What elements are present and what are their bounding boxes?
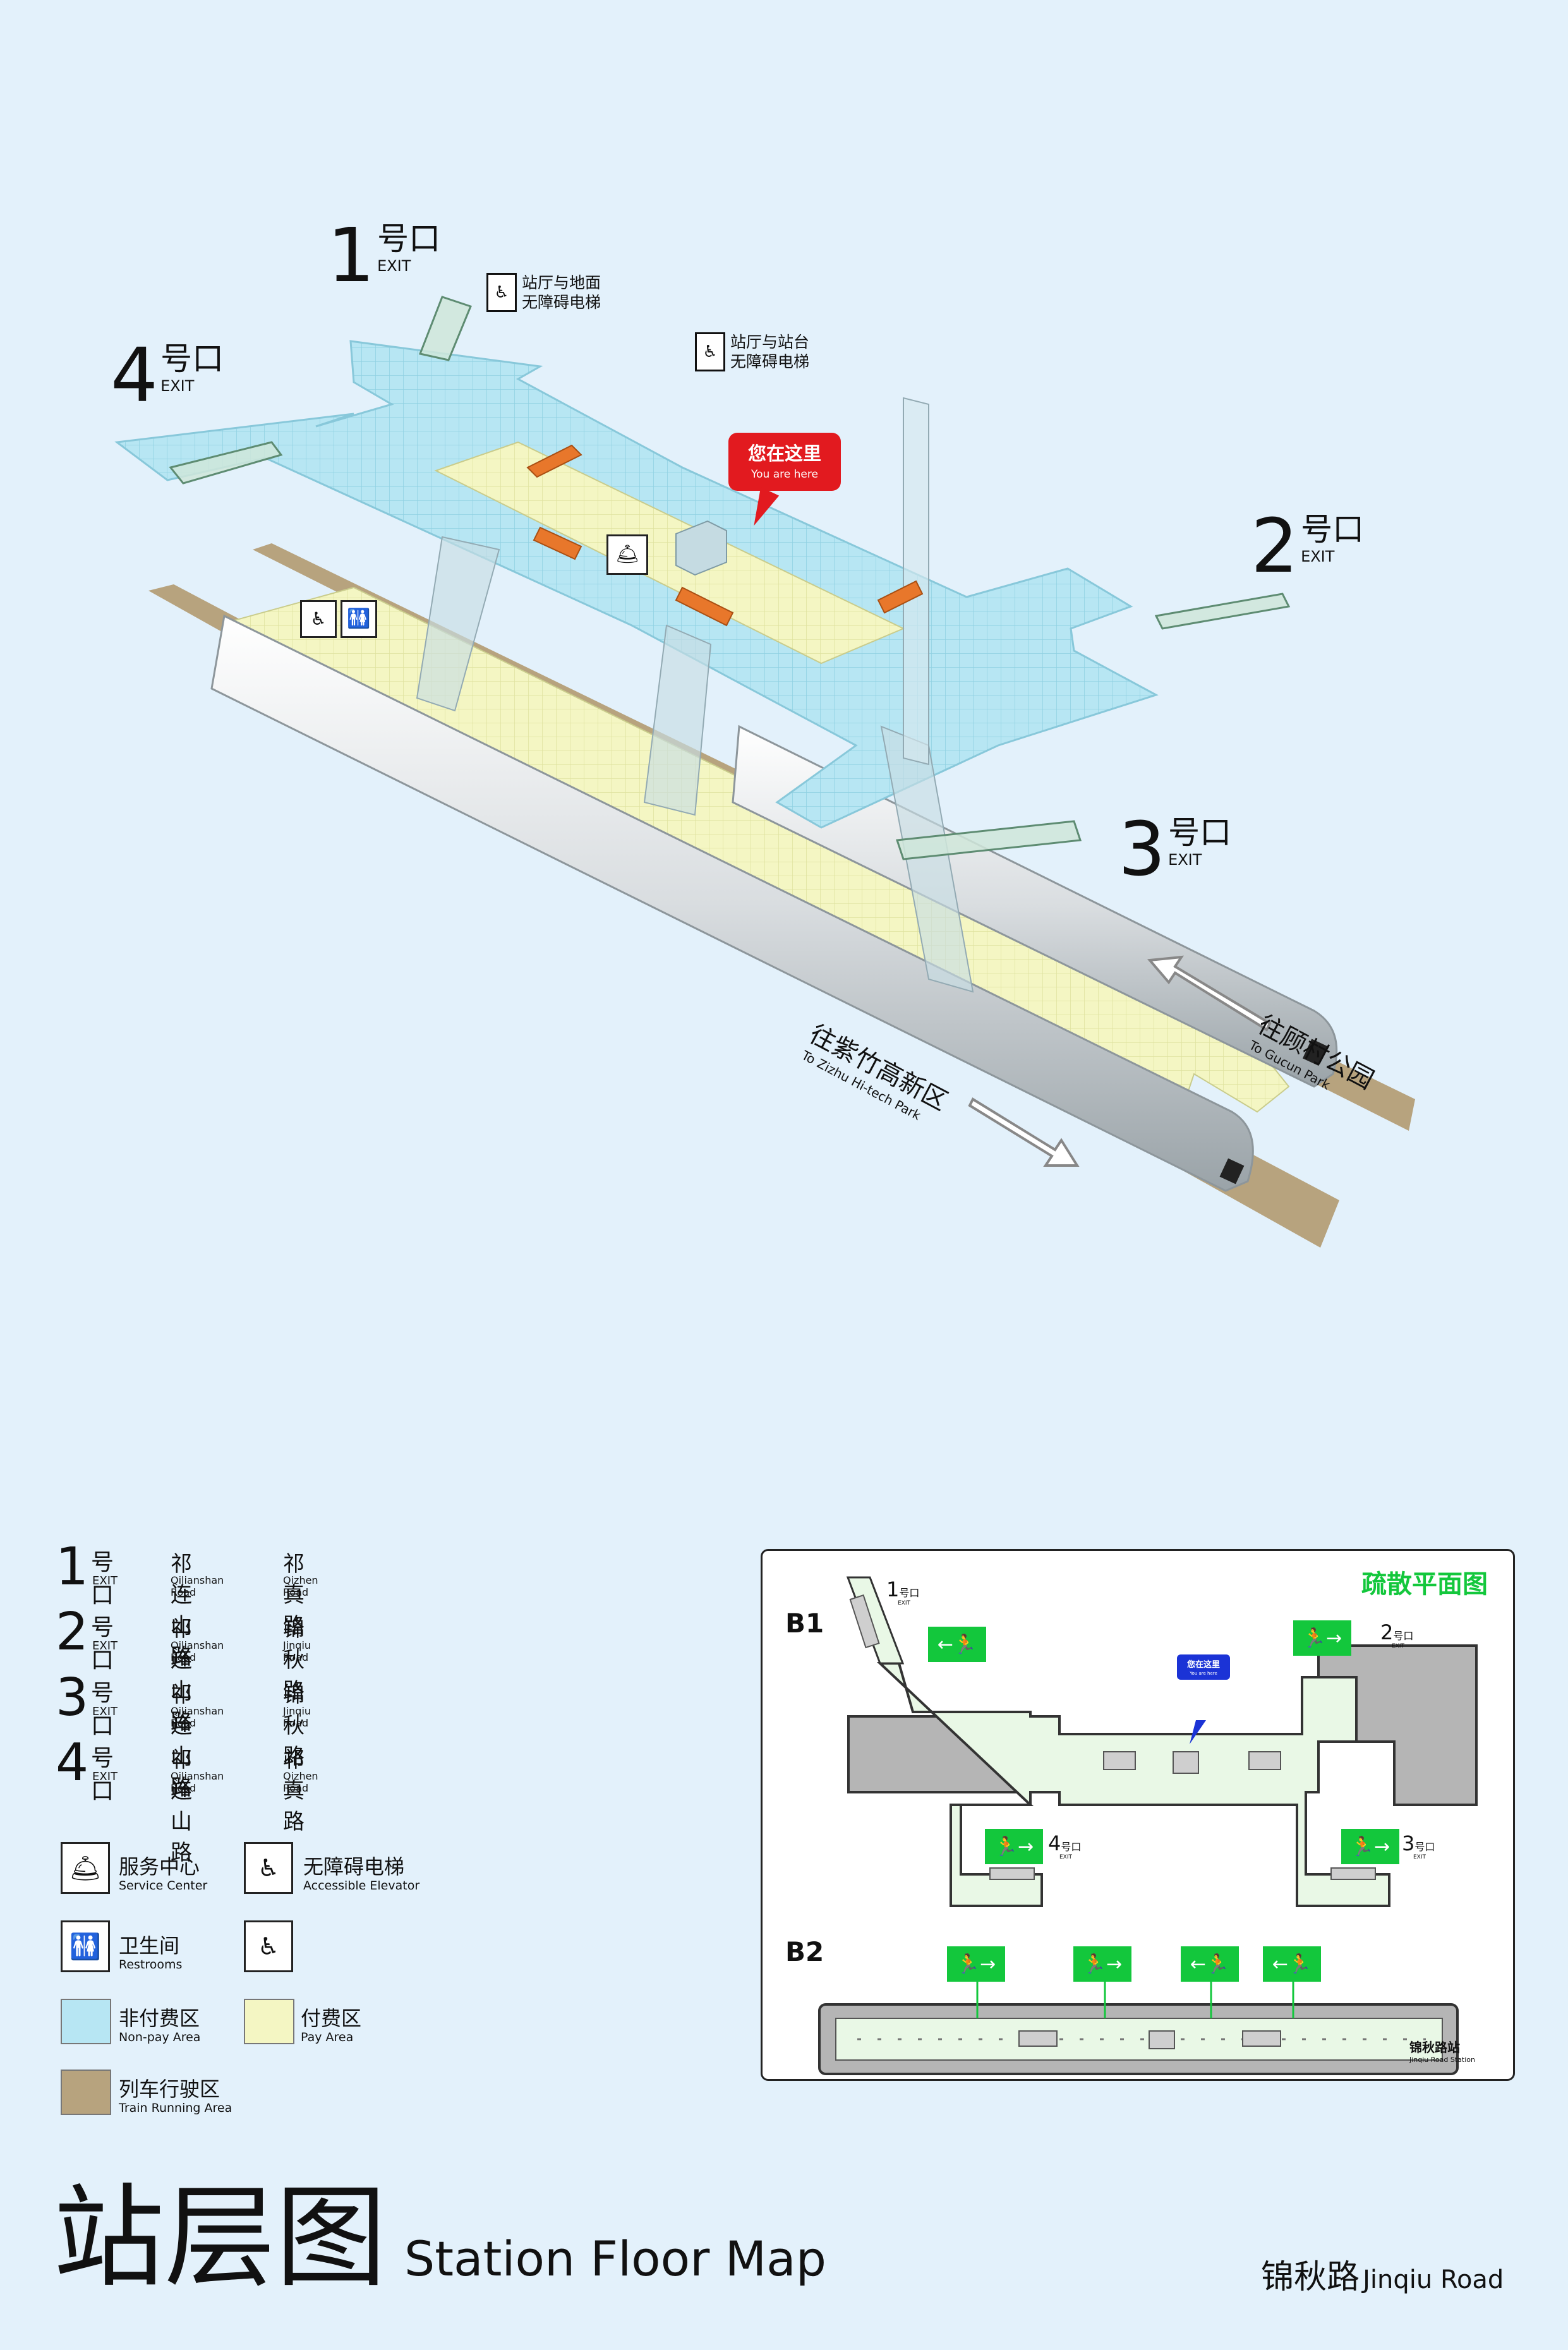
legend-service-icon: 🛎 <box>61 1842 110 1894</box>
accessible-elevator-icon: ♿ <box>486 273 517 313</box>
legend-restroom-icon: 🚻 <box>61 1920 110 1972</box>
evac-b2-label: B2 <box>785 1936 824 1967</box>
running-man-icon: 🏃 <box>953 1633 977 1656</box>
evac-station-name: 锦秋路站 Jinqiu Road Station <box>1409 2040 1475 2064</box>
ticket-gates <box>526 444 924 627</box>
evac-you-are-here-pin: 您在这里 You are here <box>1177 1654 1230 1680</box>
running-man-icon: 🏃 <box>1205 1953 1230 1975</box>
legend-train-swatch <box>61 2070 111 2115</box>
service-center-marker: 🛎 <box>606 534 648 575</box>
escalators <box>169 296 1291 860</box>
restroom-icon: 🚻 <box>341 600 377 638</box>
evac-title: 疏散平面图 <box>1361 1570 1488 1599</box>
page-title-en: Station Floor Map <box>404 2231 826 2287</box>
running-man-icon: 🏃 <box>1302 1627 1327 1649</box>
restroom-marker: ♿ 🚻 <box>300 600 377 638</box>
evac-sign-left: ← 🏃 <box>928 1627 986 1662</box>
running-man-icon: 🏃 <box>994 1835 1018 1858</box>
stair-shafts <box>416 397 974 993</box>
legend-nonpay-swatch <box>61 1999 111 2044</box>
evacuation-plan: 疏散平面图 B1 B2 ← 🏃 🏃 → 🏃 → 🏃 → 🏃 → 🏃 <box>761 1549 1515 2081</box>
concourse-nonpay-area <box>114 340 1159 829</box>
evac-sign-b2-2: 🏃 → <box>1073 1946 1131 1982</box>
evac-sign-right: 🏃 → <box>1293 1620 1351 1656</box>
running-man-icon: 🏃 <box>1082 1953 1107 1975</box>
evac-sign-b2-4: ← 🏃 <box>1263 1946 1321 1982</box>
evac-sign-b2-3: ← 🏃 <box>1181 1946 1239 1982</box>
running-man-icon: 🏃 <box>956 1953 980 1975</box>
train-lower <box>210 614 1254 1192</box>
accessible-elevator-icon: ♿ <box>695 332 725 372</box>
you-are-here-pin: 您在这里 You are here <box>728 433 841 491</box>
evac-sign-exit4: 🏃 → <box>985 1829 1043 1864</box>
legend-accessible-restroom-icon: ♿ <box>244 1920 293 1972</box>
direction-arrow-gucun <box>1147 955 1272 1032</box>
legend-elevator-icon: ♿ <box>244 1842 293 1894</box>
accessible-restroom-icon: ♿ <box>300 600 337 638</box>
running-man-icon: 🏃 <box>1350 1835 1375 1858</box>
station-illustration <box>114 296 1415 1248</box>
evac-sign-exit3: 🏃 → <box>1341 1829 1399 1864</box>
direction-arrow-zizhu <box>968 1097 1080 1167</box>
legend-pay-swatch <box>244 1999 294 2044</box>
evac-sign-b2-1: 🏃 → <box>947 1946 1005 1982</box>
elevator-tag-ground: ♿ 站厅与地面无障碍电梯 <box>486 273 601 313</box>
running-man-icon: 🏃 <box>1288 1953 1312 1975</box>
evac-b1-label: B1 <box>785 1608 824 1639</box>
station-name: 锦秋路 Jinqiu Road <box>1261 2258 1504 2296</box>
train-upper <box>732 725 1338 1088</box>
service-center-icon: 🛎 <box>615 543 640 565</box>
elevator-tag-platform: ♿ 站厅与站台无障碍电梯 <box>695 332 809 372</box>
elevator-box <box>675 520 727 576</box>
evac-floorplan <box>818 1576 1478 2075</box>
page-title-cn: 站层图 <box>53 2173 387 2303</box>
